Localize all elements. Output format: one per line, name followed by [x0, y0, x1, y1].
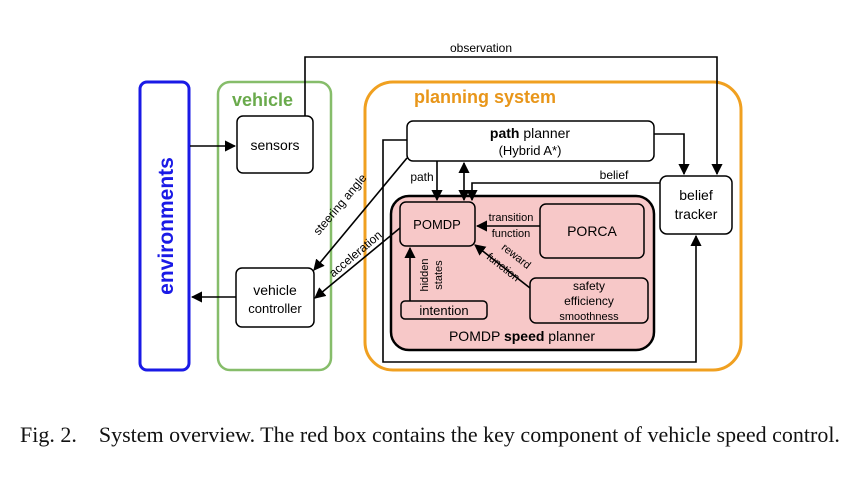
pomdp-box: POMDP — [399, 201, 476, 247]
arrow-acceleration — [314, 227, 401, 299]
arrow-observation — [304, 56, 723, 176]
environments-box: environments — [138, 80, 191, 372]
sensors-box: sensors — [236, 115, 314, 174]
path-planner-label: path planner — [490, 125, 570, 141]
intention-label: intention — [419, 303, 468, 318]
pomdp-label: POMDP — [413, 217, 461, 232]
arrow-reward-function — [474, 244, 531, 289]
label-transition-line1: transition — [489, 212, 534, 224]
arrow-belief — [466, 182, 660, 202]
vehicle-controller-box: vehicle controller — [235, 267, 315, 328]
caption-label: Fig. 2. — [20, 422, 77, 447]
sensors-label: sensors — [250, 137, 299, 153]
label-belief: belief — [600, 168, 629, 182]
arrow-steering-angle — [313, 157, 408, 271]
system-overview-diagram: environments vehicle planning system sen… — [138, 41, 743, 372]
vehicle-title: vehicle — [232, 90, 293, 110]
path-planner-box: path planner (Hybrid A*) — [406, 120, 655, 162]
label-hidden-line2: states — [433, 260, 445, 290]
arrow-planner-to-tracker — [654, 133, 690, 176]
reward-item-efficiency: efficiency — [564, 294, 614, 308]
planning-system-title: planning system — [414, 87, 556, 107]
environments-label: environments — [155, 157, 178, 295]
path-planner-subtitle: (Hybrid A*) — [499, 143, 562, 158]
belief-tracker-box: belief tracker — [659, 175, 733, 235]
belief-tracker-line1: belief — [679, 187, 713, 203]
figure-caption: Fig. 2. System overview. The red box con… — [20, 420, 850, 449]
label-path: path — [410, 170, 433, 184]
label-transition-line2: function — [492, 228, 531, 240]
speed-planner-label: POMDP speed planner — [449, 328, 595, 344]
porca-box: PORCA — [539, 203, 645, 259]
reward-item-safety: safety — [573, 279, 605, 293]
diagram-arrows — [190, 56, 723, 363]
vehicle-controller-line2: controller — [248, 301, 302, 316]
label-observation: observation — [450, 41, 512, 55]
caption-text: System overview. The red box contains th… — [98, 422, 840, 447]
intention-box: intention — [400, 300, 488, 320]
arrow-planner-loop — [382, 139, 702, 363]
reward-items-box: safety efficiency smoothness — [529, 277, 649, 324]
vehicle-controller-line1: vehicle — [253, 282, 297, 298]
reward-item-smoothness: smoothness — [559, 311, 619, 323]
belief-tracker-line2: tracker — [675, 206, 718, 222]
porca-label: PORCA — [567, 223, 617, 239]
label-hidden-line1: hidden — [419, 258, 431, 291]
